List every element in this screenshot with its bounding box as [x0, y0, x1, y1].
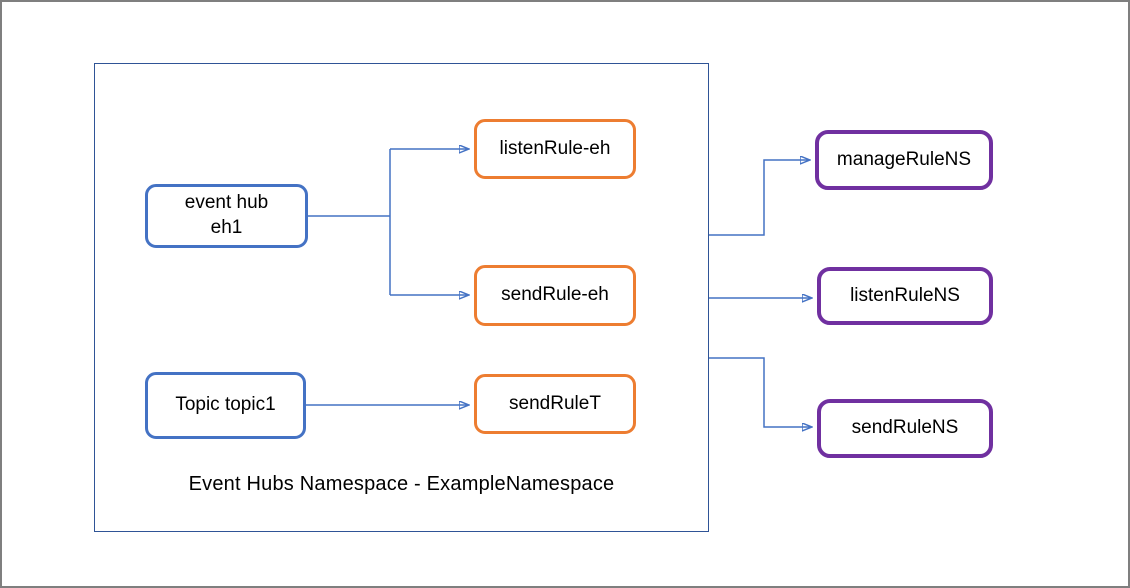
- edge-namespace-to-sendrulens: [709, 357, 811, 427]
- node-event-hub-label-line2: eh1: [210, 217, 243, 238]
- node-sendrulens: sendRuleNS: [817, 399, 993, 458]
- node-event-hub-eh1: event hub eh1: [145, 184, 308, 248]
- node-sendrule-eh: sendRule-eh: [474, 265, 636, 326]
- namespace-title: Event Hubs Namespace - ExampleNamespace: [188, 473, 615, 495]
- node-event-hub-label-line1: event hub: [184, 192, 269, 214]
- node-topic-label: Topic topic1: [175, 394, 276, 416]
- node-sendrulet: sendRuleT: [474, 374, 636, 434]
- node-sendrule-eh-label: sendRule-eh: [501, 284, 609, 306]
- node-listenrulens: listenRuleNS: [817, 267, 993, 325]
- node-topic-topic1: Topic topic1: [145, 372, 306, 439]
- node-sendrulet-label: sendRuleT: [509, 392, 601, 414]
- node-managerulens-label: manageRuleNS: [836, 148, 972, 170]
- node-listenrule-eh: listenRule-eh: [474, 119, 636, 179]
- node-listenrulens-label: listenRuleNS: [850, 284, 960, 306]
- edge-namespace-to-managerulens: [709, 160, 809, 236]
- node-managerulens: manageRuleNS: [815, 130, 993, 190]
- namespace-boundary-box: [94, 63, 709, 532]
- node-sendrulens-label: sendRuleNS: [851, 417, 959, 439]
- node-listenrule-eh-label: listenRule-eh: [499, 137, 611, 159]
